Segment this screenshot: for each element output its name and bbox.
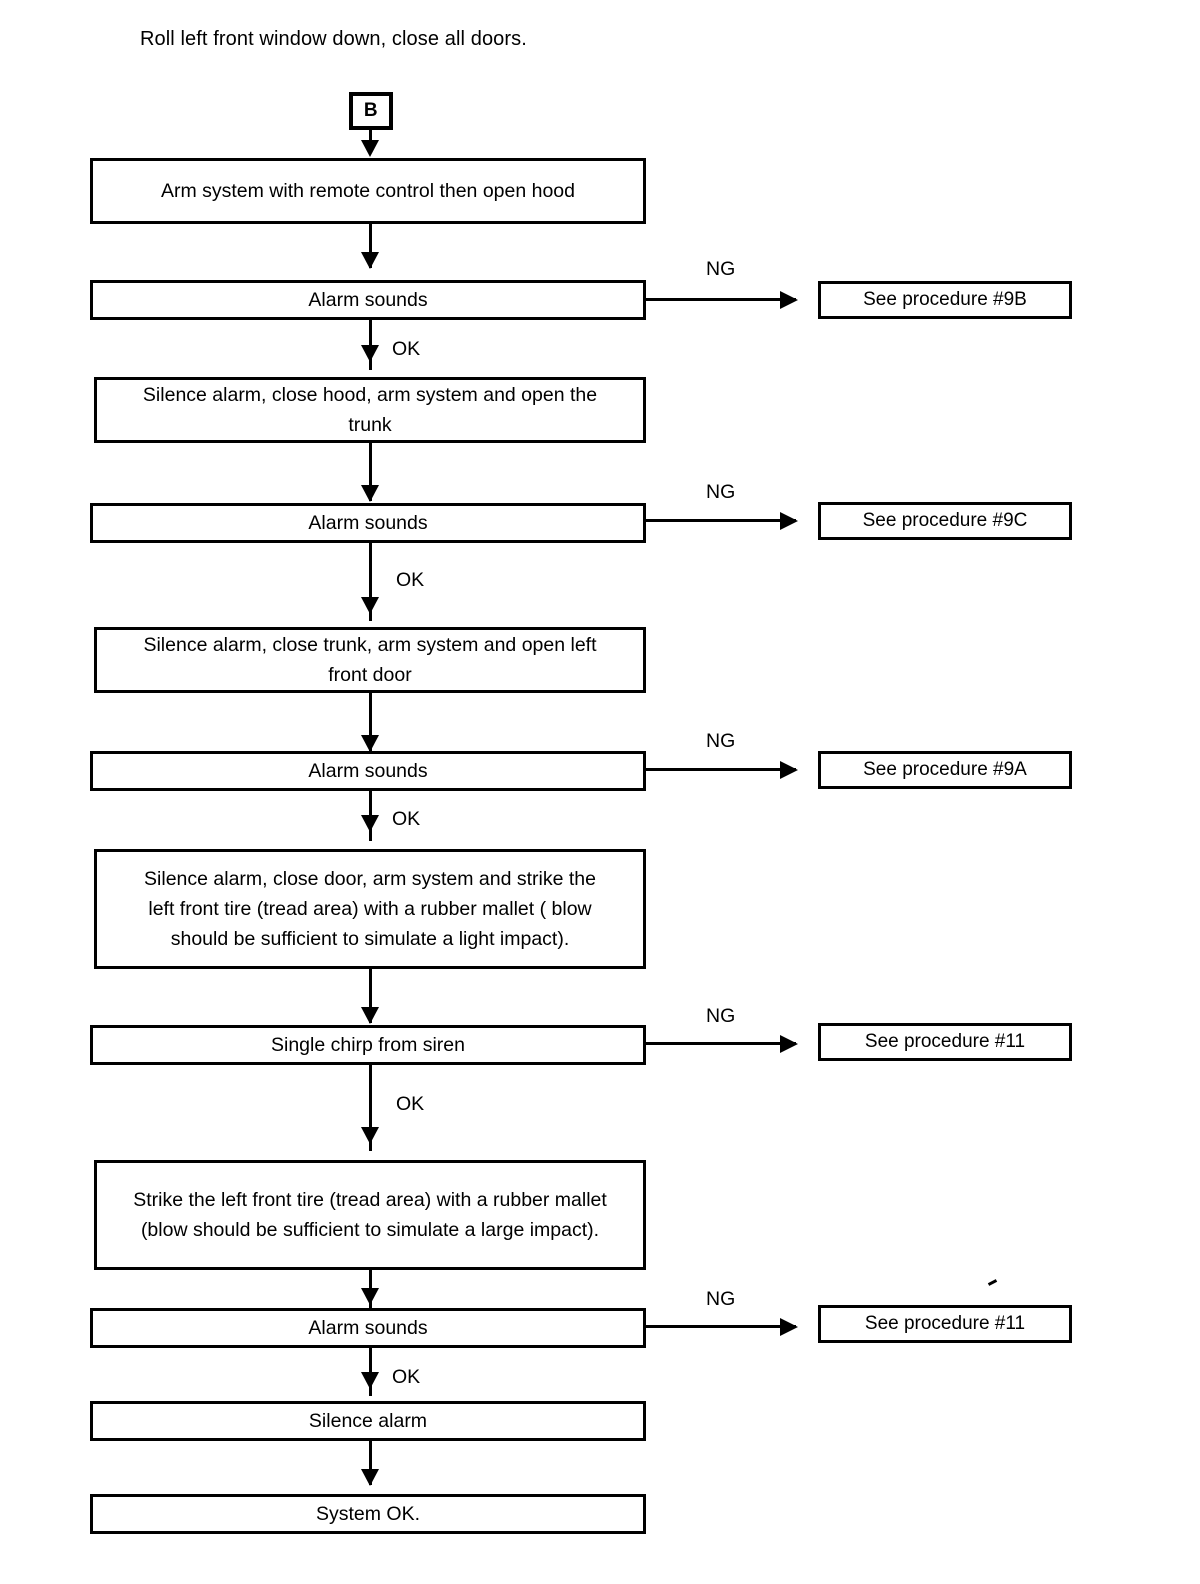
branch-4-label: NG [706,1005,736,1027]
edge-8-arrow [361,1127,379,1144]
edge-2-label: OK [392,338,421,360]
node-see-procedure-11-a: See procedure #11 [818,1023,1072,1061]
edge-4-line [369,543,372,621]
node-silence-door-label: Silence alarm, close door, arm system an… [144,867,596,951]
edge-8-line [369,1065,372,1151]
branch-1-line [646,298,796,301]
node-strike-large: Strike the left front tire (tread area) … [94,1160,646,1270]
edge-10-arrow [361,1372,379,1389]
node-silence-alarm: Silence alarm [90,1401,646,1441]
node-alarm-sounds-2: Alarm sounds [90,503,646,543]
edge-1-arrow [361,252,379,269]
edge-11-line [369,1441,372,1485]
edge-5-line [369,693,372,751]
node-alarm-sounds-1: Alarm sounds [90,280,646,320]
node-silence-alarm-label: Silence alarm [308,1409,428,1432]
node-see-procedure-9c: See procedure #9C [818,502,1072,540]
node-silence-trunk: Silence alarm, close trunk, arm system a… [94,627,646,693]
node-see-procedure-9a-label: See procedure #9A [863,759,1027,781]
node-alarm-sounds-3: Alarm sounds [90,751,646,791]
edge-6-label: OK [392,808,421,830]
edge-6-arrow [361,815,379,832]
edge-7-line [369,969,372,1023]
edge-11-arrow [361,1469,379,1486]
edge-3-line [369,443,372,501]
branch-2-arrow [780,512,798,530]
node-arm-hood: Arm system with remote control then open… [90,158,646,224]
branch-3-line [646,768,796,771]
edge-8-label: OK [396,1093,425,1115]
node-see-procedure-9c-label: See procedure #9C [862,510,1028,532]
node-system-ok-label: System OK. [315,1502,421,1525]
edge-10-label: OK [392,1366,421,1388]
branch-1-label: NG [706,258,736,280]
connector-label: B [363,100,379,121]
edge-9-arrow [361,1288,379,1305]
branch-4-line [646,1042,796,1045]
branch-4-arrow [780,1035,798,1053]
branch-3-arrow [780,761,798,779]
node-alarm-sounds-4-label: Alarm sounds [308,1316,428,1339]
node-see-procedure-11-b-label: See procedure #11 [864,1313,1026,1335]
scan-speck-1 [987,1279,998,1286]
node-strike-large-label: Strike the left front tire (tread area) … [133,1188,607,1241]
edge-2-arrow [361,345,379,362]
node-see-procedure-11-b: See procedure #11 [818,1305,1072,1343]
connector-tag-b: B [349,92,393,130]
node-silence-door: Silence alarm, close door, arm system an… [94,849,646,969]
branch-5-label: NG [706,1288,736,1310]
edge-7-arrow [361,1007,379,1024]
node-see-procedure-9b-label: See procedure #9B [863,289,1027,311]
node-alarm-sounds-3-label: Alarm sounds [308,759,428,782]
node-alarm-sounds-2-label: Alarm sounds [308,511,428,534]
node-see-procedure-11-a-label: See procedure #11 [864,1031,1026,1053]
page-caption: Roll left front window down, close all d… [140,28,527,50]
branch-5-line [646,1325,796,1328]
node-see-procedure-9b: See procedure #9B [818,281,1072,319]
branch-2-label: NG [706,481,736,503]
node-system-ok: System OK. [90,1494,646,1534]
node-alarm-sounds-4: Alarm sounds [90,1308,646,1348]
node-single-chirp: Single chirp from siren [90,1025,646,1065]
edge-3-arrow [361,485,379,502]
edge-4-arrow [361,597,379,614]
node-silence-hood: Silence alarm, close hood, arm system an… [94,377,646,443]
node-silence-trunk-label: Silence alarm, close trunk, arm system a… [143,633,597,686]
branch-2-line [646,519,796,522]
branch-1-arrow [780,291,798,309]
edge-b-to-arm-hood-line [369,130,372,148]
branch-3-label: NG [706,730,736,752]
node-arm-hood-label: Arm system with remote control then open… [160,179,576,202]
edge-4-label: OK [396,569,425,591]
edge-1-line [369,224,372,268]
branch-5-arrow [780,1318,798,1336]
node-alarm-sounds-1-label: Alarm sounds [308,288,428,311]
node-single-chirp-label: Single chirp from siren [271,1033,465,1056]
node-silence-hood-label: Silence alarm, close hood, arm system an… [142,383,598,436]
edge-b-to-arm-hood-arrow [361,140,379,157]
edge-5-arrow [361,735,379,752]
node-see-procedure-9a: See procedure #9A [818,751,1072,789]
